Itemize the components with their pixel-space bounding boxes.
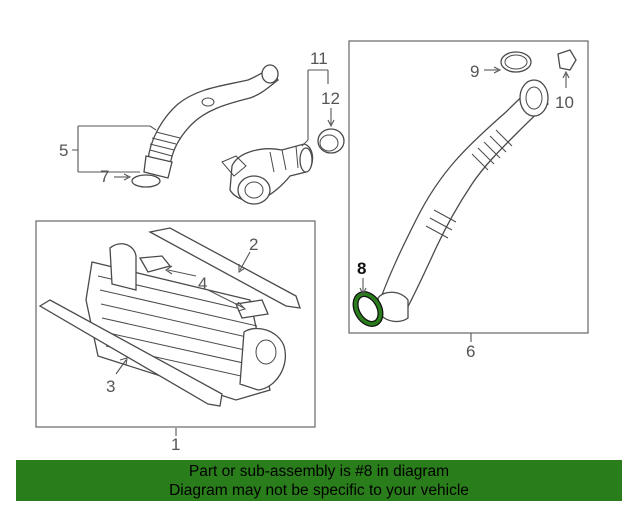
- part-7-ring: [131, 174, 161, 188]
- part-12-clamp: [317, 128, 345, 154]
- group-box-intercooler: [35, 220, 316, 428]
- group-box-charge-pipe: [348, 40, 589, 334]
- part-10-sensor: [557, 49, 577, 71]
- banner-line-1: Part or sub-assembly is #8 in diagram: [188, 463, 450, 480]
- callout-7: 7: [100, 167, 109, 186]
- part-9-oring-inner: [504, 54, 528, 70]
- callout-4: 4: [198, 274, 207, 293]
- intake-pipe: [143, 64, 279, 179]
- part-4-bracket-lower: [235, 299, 269, 319]
- callout-6: 6: [466, 342, 475, 361]
- part-2-strip: [148, 227, 301, 309]
- leader-lines: [72, 66, 570, 436]
- info-banner: Part or sub-assembly is #8 in diagram Di…: [16, 460, 622, 501]
- callout-5: 5: [59, 141, 68, 160]
- part-3-strip: [38, 299, 223, 407]
- charge-pipe: [377, 79, 549, 323]
- callout-10: 10: [555, 93, 574, 112]
- callout-3: 3: [106, 377, 115, 396]
- callout-2: 2: [249, 235, 258, 254]
- callout-8: 8: [357, 259, 366, 278]
- part-8-seal-highlight[interactable]: [350, 290, 385, 329]
- connector-assembly: [221, 143, 314, 205]
- callout-11: 11: [310, 49, 328, 68]
- banner-line-2: Diagram may not be specific to your vehi…: [169, 482, 469, 499]
- callout-1: 1: [171, 435, 180, 454]
- callout-9: 9: [470, 62, 479, 81]
- callout-12: 12: [321, 89, 340, 108]
- part-4-bracket-upper: [138, 255, 172, 273]
- intercooler: [85, 243, 286, 401]
